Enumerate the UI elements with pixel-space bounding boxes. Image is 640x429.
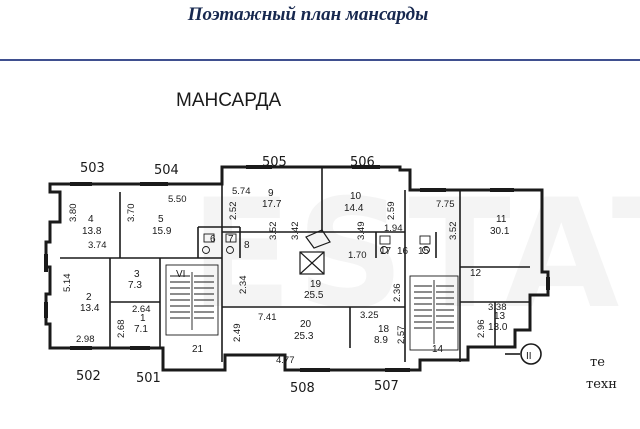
outer-walls xyxy=(44,165,550,372)
dimension-label: 2.52 xyxy=(228,202,239,221)
apartment-number: 505 xyxy=(262,155,287,170)
room-area: 13.0 xyxy=(488,322,508,333)
floor-plan: II МАНСАРДА 503 504 505 506 502 501 508 … xyxy=(44,90,617,396)
room-number: 8 xyxy=(244,240,250,251)
dimension-label: 2.98 xyxy=(76,334,95,345)
dimension-label: 2.36 xyxy=(392,284,403,303)
room-area: 7.1 xyxy=(134,324,148,335)
dimension-label: 3.42 xyxy=(290,222,301,241)
section-marker-label: II xyxy=(526,351,532,362)
dimension-label: 2.34 xyxy=(238,276,249,295)
room-number: 5 xyxy=(158,214,164,225)
apartment-number: 501 xyxy=(136,371,161,386)
title-divider xyxy=(0,59,640,61)
dimension-label: 5.74 xyxy=(232,186,251,197)
room-area: 8.9 xyxy=(374,335,388,346)
dimension-label: 3.52 xyxy=(268,222,279,241)
dimension-label: 3.52 xyxy=(448,222,459,241)
staircase-left xyxy=(165,264,219,336)
dimension-label: 7.41 xyxy=(258,312,277,323)
room-number: 6 xyxy=(210,234,216,245)
interior-walls xyxy=(60,167,530,362)
room-number: 9 xyxy=(268,188,274,199)
room-number: 17 xyxy=(380,246,392,257)
apartment-number: 503 xyxy=(80,161,105,176)
room-area: 25.3 xyxy=(294,331,314,342)
apartment-number: 507 xyxy=(374,379,399,394)
elevator-shaft xyxy=(299,229,331,275)
staircase-right xyxy=(409,275,459,351)
room-number: 19 xyxy=(310,279,322,290)
apartment-number: 506 xyxy=(350,155,375,170)
room-area: 17.7 xyxy=(262,199,282,210)
room-number: VI xyxy=(176,269,185,280)
plan-label: МАНСАРДА xyxy=(176,90,281,111)
dimension-label: 1.94 xyxy=(384,223,403,234)
side-note: те xyxy=(590,355,605,370)
dimension-label: 7.75 xyxy=(436,199,455,210)
room-area: 7.3 xyxy=(128,280,142,291)
page-title: Поэтажный план мансарды xyxy=(187,4,429,25)
windows xyxy=(44,165,550,372)
dimension-label: 3.38 xyxy=(488,302,507,313)
dimension-label: 2.59 xyxy=(386,202,397,221)
dimension-label: 3.70 xyxy=(126,204,137,223)
room-area: 14.4 xyxy=(344,203,364,214)
room-number: 3 xyxy=(134,269,140,280)
room-area: 15.9 xyxy=(152,226,172,237)
dimension-label: 2.57 xyxy=(396,326,407,345)
dimension-label: 5.14 xyxy=(62,274,73,293)
room-number: 1 xyxy=(140,313,146,324)
room-number: 16 xyxy=(397,246,409,257)
room-area: 13.4 xyxy=(80,303,100,314)
dimension-label: 4.77 xyxy=(276,355,295,366)
room-number: 18 xyxy=(378,324,390,335)
room-number: 11 xyxy=(496,214,507,225)
bathroom-fixtures xyxy=(202,233,431,254)
section-marker xyxy=(505,343,542,365)
room-number: 7 xyxy=(228,234,234,245)
room-number: 15 xyxy=(418,246,430,257)
apartment-number: 508 xyxy=(290,381,315,396)
room-number: 2 xyxy=(86,292,92,303)
dimension-label: 2.49 xyxy=(232,324,243,343)
dimension-label: 1.70 xyxy=(348,250,367,261)
room-number: 10 xyxy=(350,191,362,202)
dimension-label: 2.68 xyxy=(116,320,127,339)
room-number: 14 xyxy=(432,344,444,355)
dimension-label: 3.49 xyxy=(356,222,367,241)
dimension-label: 3.80 xyxy=(68,204,79,223)
dimension-label: 5.50 xyxy=(168,194,187,205)
room-area: 30.1 xyxy=(490,226,510,237)
room-area: 25.5 xyxy=(304,290,324,301)
room-number: 13 xyxy=(494,311,506,322)
dimension-label: 2.96 xyxy=(476,320,487,339)
side-note: техн xyxy=(586,377,617,392)
room-number: 20 xyxy=(300,319,312,330)
room-number: 4 xyxy=(88,214,94,225)
room-number: 12 xyxy=(470,268,482,279)
room-area: 13.8 xyxy=(82,226,102,237)
room-number: 21 xyxy=(192,344,204,355)
dimension-label: 2.64 xyxy=(132,304,151,315)
dimension-label: 3.74 xyxy=(88,240,107,251)
dimension-label: 3.25 xyxy=(360,310,379,321)
apartment-number: 502 xyxy=(76,369,101,384)
apartment-number: 504 xyxy=(154,163,179,178)
